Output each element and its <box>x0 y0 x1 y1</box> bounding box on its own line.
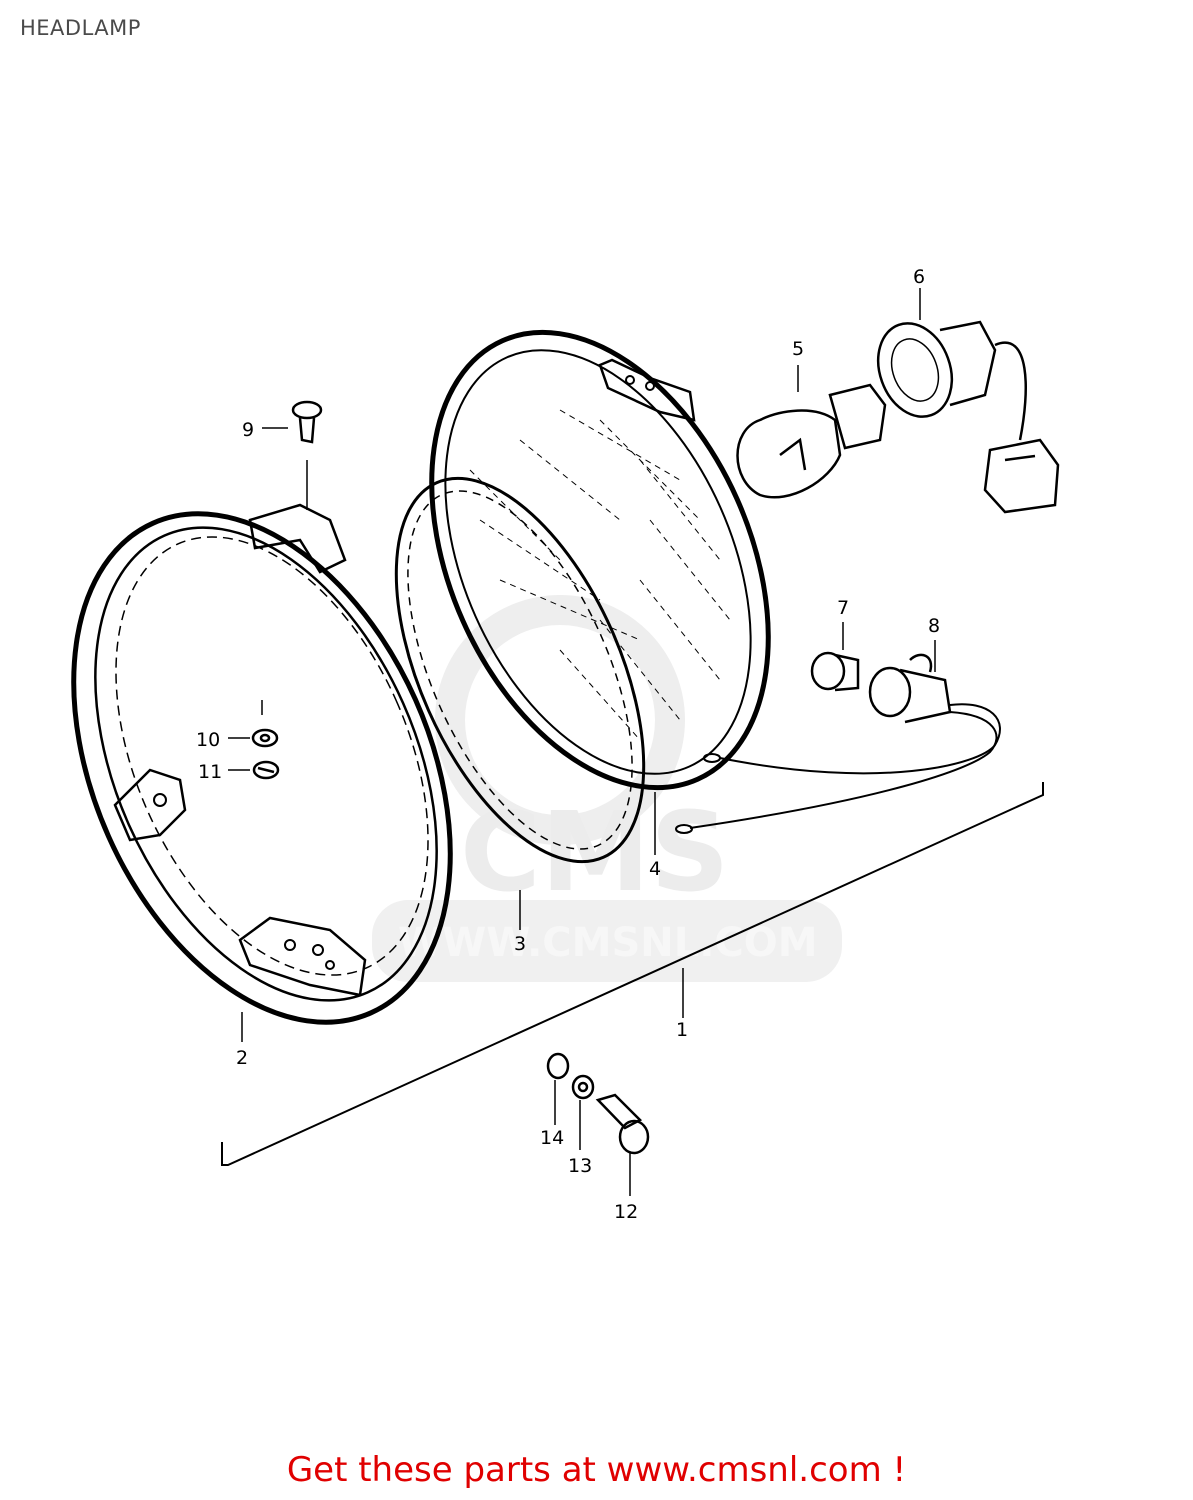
callout-8: 8 <box>928 615 940 637</box>
callout-labels: 1 2 3 4 5 6 7 8 9 10 11 12 13 14 <box>196 266 940 1223</box>
headlamp-rim <box>71 503 453 1025</box>
headlamp-exploded-diagram: CMS WWW.CMSNL.COM <box>71 266 1060 1223</box>
callout-2: 2 <box>236 1047 248 1069</box>
lens-ring <box>394 476 646 864</box>
headlamp-bulb <box>736 383 887 499</box>
page-title: HEADLAMP <box>20 16 141 40</box>
bulb-socket <box>876 320 1060 514</box>
assembly-bracket <box>221 782 1044 1166</box>
callout-5: 5 <box>792 338 804 360</box>
callout-3: 3 <box>514 933 526 955</box>
cms-watermark: CMS WWW.CMSNL.COM <box>372 595 842 982</box>
position-bulb <box>810 651 860 692</box>
screw-9 <box>291 400 323 444</box>
leader-lines <box>228 288 936 1196</box>
watermark-brand: CMS <box>460 788 729 916</box>
callout-1: 1 <box>676 1019 688 1041</box>
callout-9: 9 <box>242 419 254 441</box>
position-bulb-socket <box>675 653 1001 834</box>
callout-14: 14 <box>540 1127 564 1149</box>
callout-6: 6 <box>913 266 925 288</box>
callout-11: 11 <box>198 761 222 783</box>
callout-7: 7 <box>837 597 849 619</box>
callout-12: 12 <box>614 1201 638 1223</box>
washers-10-11 <box>251 728 280 780</box>
get-parts-link[interactable]: Get these parts at www.cmsnl.com ! <box>286 1450 907 1490</box>
headlamp-unit <box>429 329 771 791</box>
callout-13: 13 <box>568 1155 592 1177</box>
watermark-url: WWW.CMSNL.COM <box>398 920 818 966</box>
callout-10: 10 <box>196 729 220 751</box>
callout-4: 4 <box>649 858 661 880</box>
bolt-set-12-14 <box>546 1052 650 1155</box>
